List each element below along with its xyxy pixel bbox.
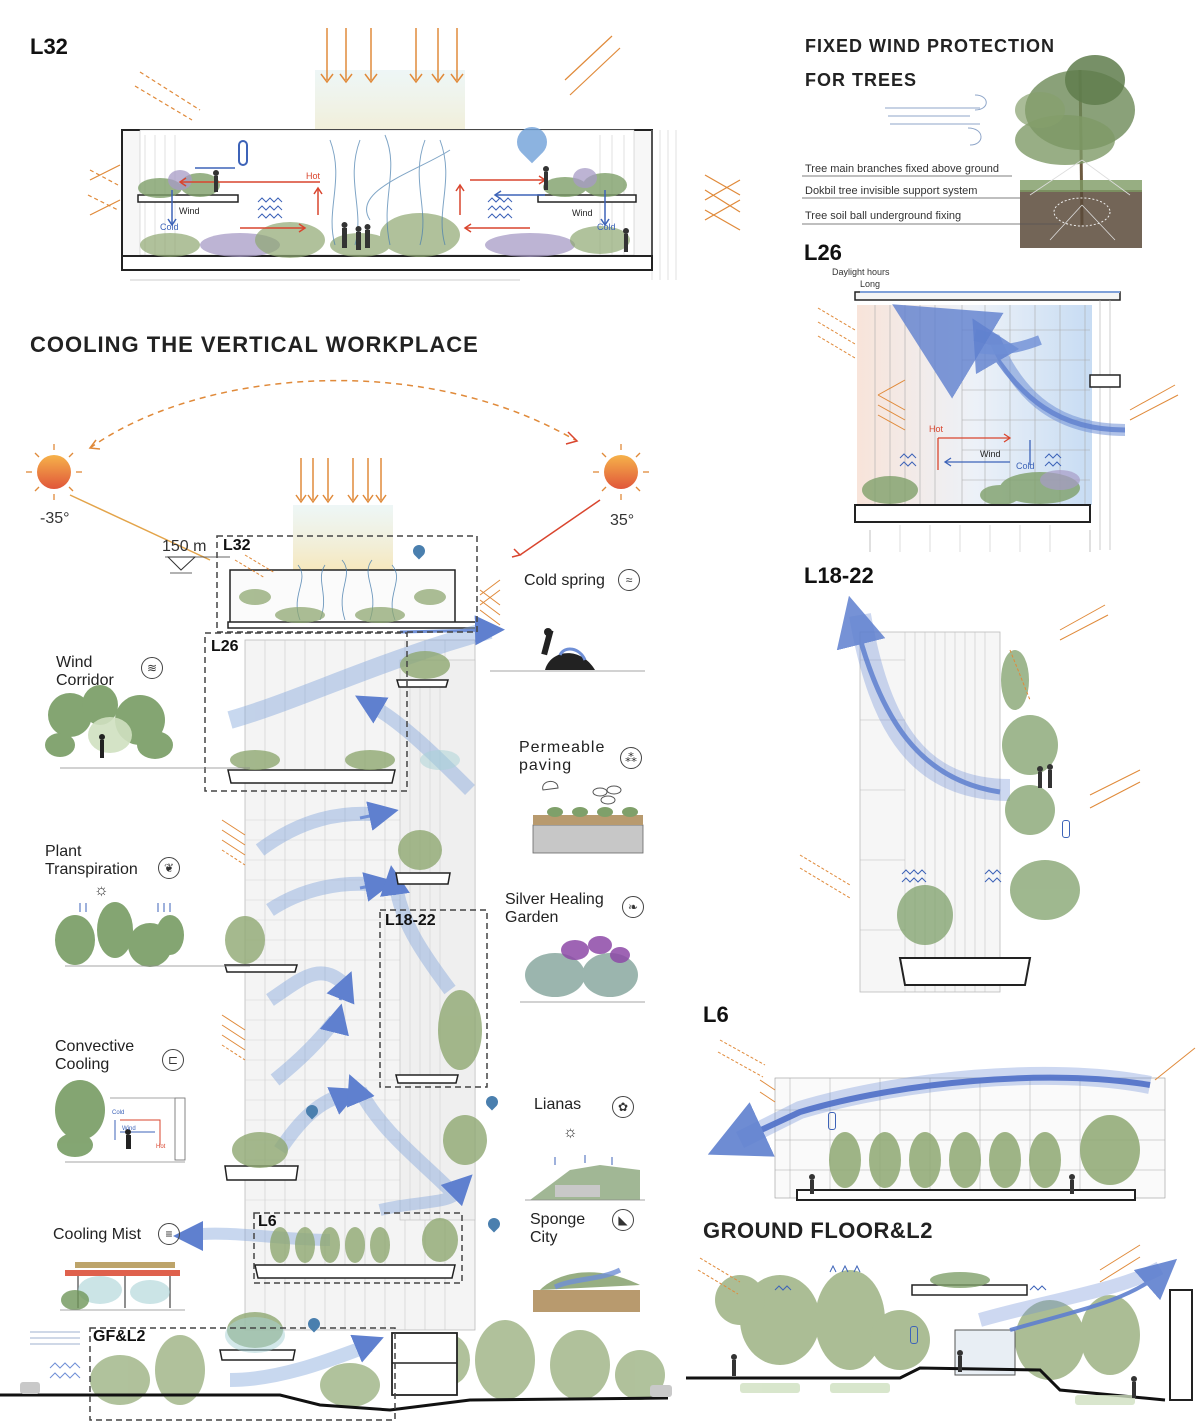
height-label: 150 m — [162, 538, 207, 555]
cold-spring-label: Cold spring — [524, 572, 605, 589]
wind-protection-title-line2: FOR TREES — [805, 70, 918, 90]
ground-floor-title: GROUND FLOOR&L2 — [703, 1218, 933, 1243]
thermometer-icon — [1062, 820, 1070, 838]
convective-cooling-line1: Convective — [55, 1038, 135, 1055]
daylight-value: Long — [860, 279, 881, 289]
permeable-paving-line1: Permeable — [519, 739, 606, 756]
l26-hot-label: Hot — [929, 424, 944, 434]
l18-box-label: L18-22 — [385, 912, 436, 929]
lianas-sun-icon: ☼ — [563, 1124, 578, 1141]
wind-corridor-label: Wind Corridor — [56, 654, 114, 690]
l26-title: L26 — [804, 240, 842, 265]
thermometer-icon — [238, 140, 248, 166]
daylight-label: Daylight hours — [832, 267, 890, 277]
l6-detail-illustration — [707, 1039, 1196, 1201]
plant-transpiration-line1: Plant — [45, 843, 82, 860]
l26-wind-label: Wind — [980, 449, 1001, 459]
tree-support-item-2: Dokbil tree invisible support system — [805, 185, 978, 197]
tree-protection-illustration — [802, 55, 1142, 248]
l32-title: L32 — [30, 34, 68, 59]
l18-detail-illustration — [799, 595, 1141, 993]
strategy-vignettes — [45, 628, 645, 1312]
sponge-city-line1: Sponge — [530, 1211, 586, 1228]
silver-healing-line2: Garden — [505, 909, 559, 926]
silver-healing-line1: Silver Healing — [505, 891, 604, 908]
garden-leaf-icon: ❧ — [622, 896, 644, 918]
convective-wind-label: Wind — [122, 1126, 136, 1132]
thermometer-icon — [910, 1326, 918, 1344]
wind-protection-title-line1: FIXED WIND PROTECTION — [805, 36, 1055, 56]
l26-detail-illustration — [817, 291, 1179, 552]
sponge-city-line2: City — [530, 1229, 558, 1246]
permeable-paving-label: Permeable paving — [519, 739, 605, 775]
convective-cooling-label: Convective Cooling — [55, 1038, 134, 1074]
sponge-icon: ◣ — [612, 1209, 634, 1231]
wind-corridor-line2: Corridor — [56, 672, 114, 689]
cooling-mist-label: Cooling Mist — [53, 1226, 142, 1243]
wind-icon: ≋ — [141, 657, 163, 679]
l32-section — [87, 28, 741, 281]
leaf-icon: ❦ — [158, 857, 180, 879]
l32-wind-right-label: Wind — [572, 208, 593, 218]
l18-22-title: L18-22 — [804, 563, 874, 588]
l32-cold-left-label: Cold — [160, 222, 179, 232]
convection-icon: ⊏ — [162, 1049, 184, 1071]
mist-icon: ≡ — [158, 1223, 180, 1245]
wind-corridor-line1: Wind — [56, 654, 93, 671]
rain-icon: ⁂ — [620, 747, 642, 769]
sun-right-angle: 35° — [610, 512, 635, 529]
l6-title: L6 — [703, 1002, 729, 1027]
l6-box-label: L6 — [258, 1213, 277, 1230]
vine-icon: ✿ — [612, 1096, 634, 1118]
l26-box-label: L26 — [211, 638, 239, 655]
ground-floor-illustration — [686, 1244, 1193, 1405]
l26-cold-label: Cold — [1016, 461, 1035, 471]
tree-support-item-1: Tree main branches fixed above ground — [805, 163, 1000, 175]
tree-support-item-3: Tree soil ball underground fixing — [805, 210, 962, 222]
l32-wind-left-label: Wind — [179, 206, 200, 216]
l32-hot-label: Hot — [306, 171, 321, 181]
permeable-paving-line2: paving — [519, 757, 573, 774]
l32-cold-right-label: Cold — [597, 222, 616, 232]
plant-transpiration-line2: Transpiration — [45, 861, 138, 878]
l32-box-label: L32 — [223, 537, 251, 554]
sponge-city-label: Sponge City — [530, 1211, 585, 1247]
sun-left-angle: -35° — [40, 510, 70, 527]
plant-transpiration-label: Plant Transpiration — [45, 843, 138, 879]
sun-icon: ☼ — [94, 882, 109, 899]
convective-cold-label: Cold — [112, 1110, 125, 1116]
main-tower-illustration — [0, 379, 672, 1421]
convective-hot-label: Hot — [156, 1144, 166, 1150]
silver-healing-garden-label: Silver Healing Garden — [505, 891, 604, 927]
thermometer-icon — [828, 1112, 836, 1130]
lianas-label: Lianas — [534, 1096, 582, 1113]
main-title: COOLING THE VERTICAL WORKPLACE — [30, 332, 479, 357]
gf-box-label: GF&L2 — [93, 1328, 146, 1345]
convective-cooling-line2: Cooling — [55, 1056, 110, 1073]
waves-icon: ≈ — [618, 569, 640, 591]
